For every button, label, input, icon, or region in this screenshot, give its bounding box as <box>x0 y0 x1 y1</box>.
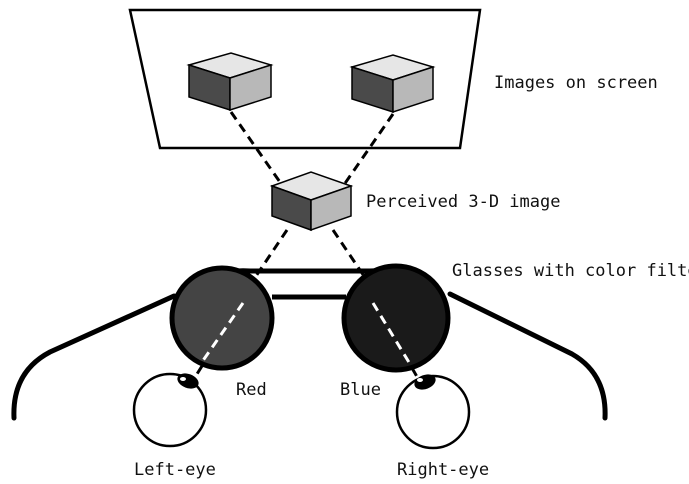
eye-line-right <box>410 367 422 383</box>
pupil-highlight-right <box>417 378 423 382</box>
screen-cube-left <box>186 52 274 112</box>
perceived-cube <box>269 171 354 232</box>
screen-cube-right <box>349 54 436 114</box>
blue-lens <box>341 263 451 373</box>
lens-line-right <box>371 302 412 365</box>
eyeball-left <box>132 372 208 448</box>
cube-right-face <box>310 184 352 232</box>
cube-right-face <box>392 65 434 114</box>
right-eye <box>395 374 471 450</box>
lens-line-left <box>200 302 245 363</box>
left-eye <box>132 372 208 448</box>
label-red-filter: Red <box>236 380 267 400</box>
red-lens <box>169 265 275 371</box>
label-right-eye: Right-eye <box>397 460 489 480</box>
label-perceived-image: Perceived 3-D image <box>366 192 560 212</box>
label-left-eye: Left-eye <box>134 460 216 480</box>
label-blue-filter: Blue <box>340 380 381 400</box>
sight-line-right <box>331 229 370 283</box>
glasses-temple-left <box>11 293 177 421</box>
label-glasses: Glasses with color filters <box>452 261 689 281</box>
screen-trapezoid <box>128 8 482 150</box>
eyeball-right <box>395 374 471 450</box>
pupil-highlight-left <box>180 377 186 381</box>
cube-right-face <box>229 63 272 112</box>
label-images-on-screen: Images on screen <box>494 73 658 93</box>
sight-line-left <box>250 229 289 283</box>
glasses-temple-right <box>447 291 608 421</box>
